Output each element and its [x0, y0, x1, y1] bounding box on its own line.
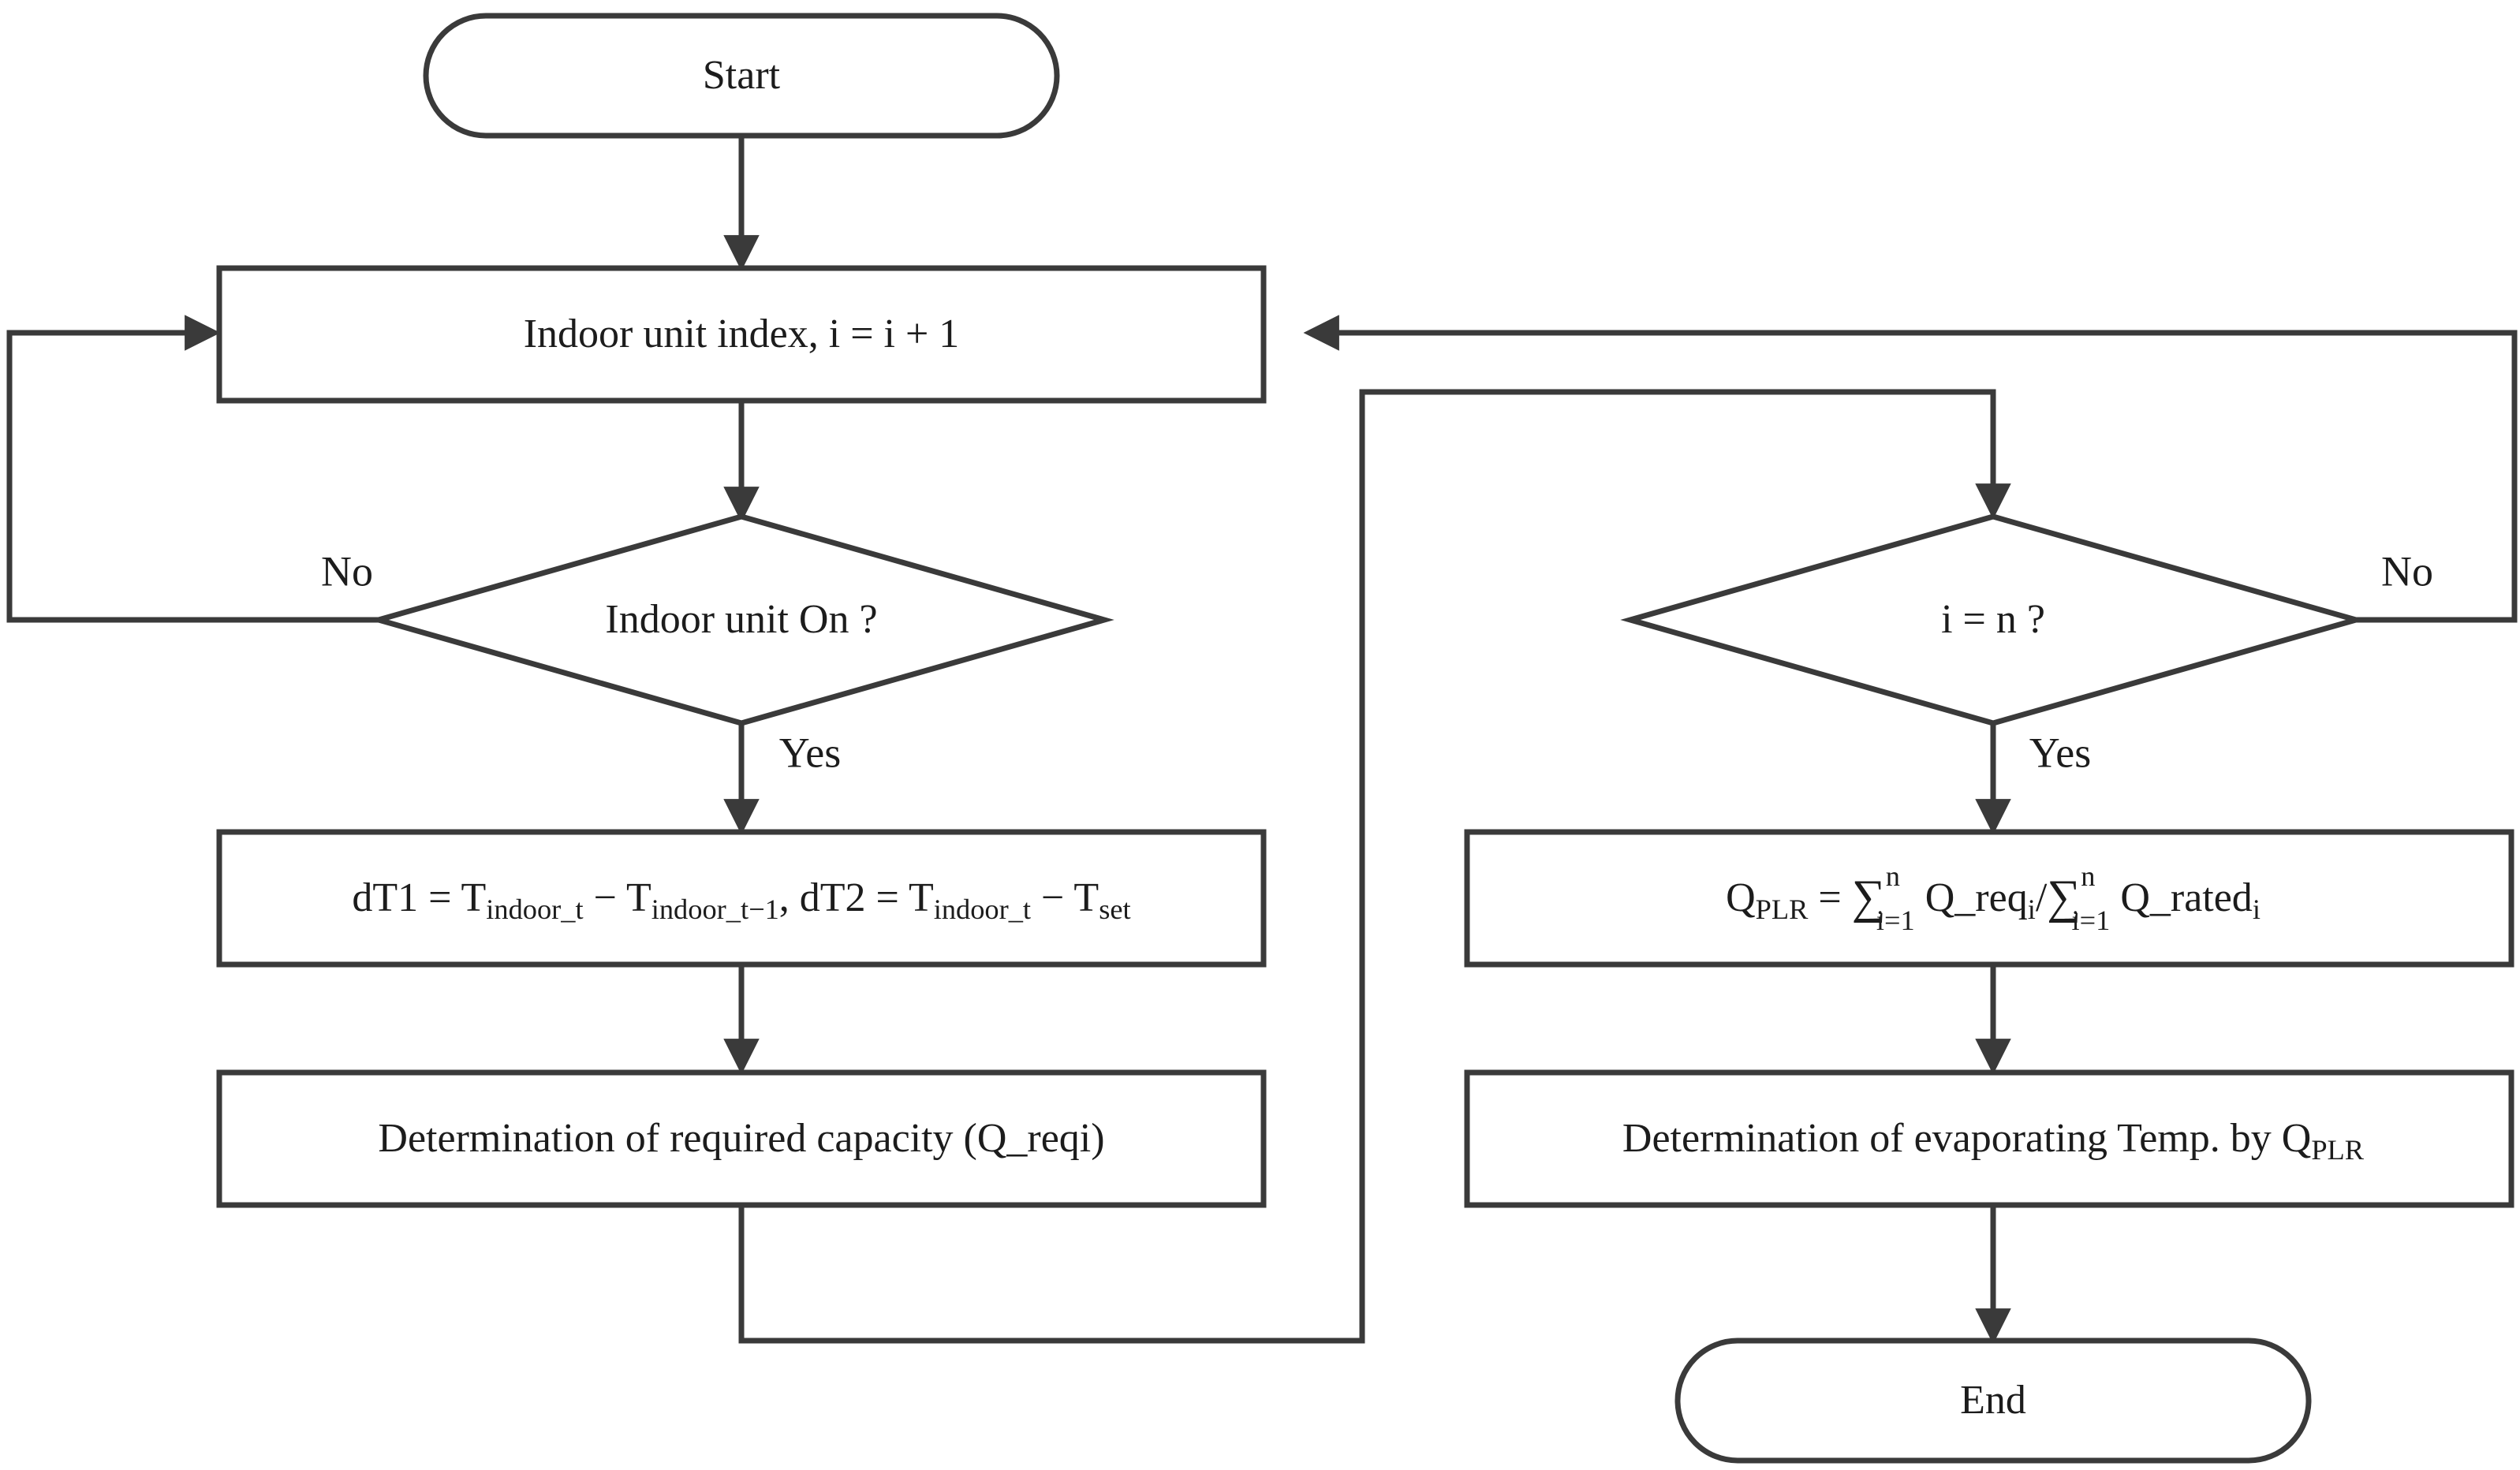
qplr-part-4: / [2036, 875, 2048, 920]
node-evaporating-temp[interactable] [1464, 1069, 2514, 1208]
evap-sub-1: PLR [2311, 1134, 2364, 1166]
qplr-sub-5: i [2253, 894, 2261, 925]
qplr-sigma-1-sup: n [1886, 860, 1900, 892]
node-end-label: End [1960, 1378, 2026, 1423]
node-decision-indoor-unit-on[interactable] [368, 513, 1114, 726]
qplr-part-2: = [1808, 875, 1851, 920]
qplr-sigma-2-sup: n [2081, 860, 2095, 892]
dt-sub-4: set [1099, 894, 1130, 925]
node-evaporating-temp-label: Determination of evaporating Temp. by QP… [1622, 1116, 2365, 1166]
qplr-part-3: Q_req [1915, 875, 2028, 920]
node-dt-formula-label: dT1 = Tindoor_t − Tindoor_t−1, dT2 = Tin… [352, 875, 1130, 925]
edge-label-on-no: No [321, 547, 373, 595]
dt-part-2: − T [584, 875, 651, 920]
dt-part-4: − T [1031, 875, 1099, 920]
evap-part-1: Determination of evaporating Temp. by Q [1622, 1116, 2311, 1161]
node-indoor-unit-index-label: Indoor unit index, i = i + 1 [524, 312, 960, 356]
node-decision-i-equals-n[interactable] [1620, 513, 2366, 726]
edge-reqcap-to-decision-n [738, 389, 2011, 1344]
edge-decision-n-no-loop [1303, 315, 2518, 623]
qplr-part-5: Q_rated [2110, 875, 2252, 920]
edge-label-n-yes: Yes [2029, 729, 2092, 776]
qplr-sigma-1: ∑ [1852, 871, 1886, 923]
edge-decision-on-no-loop [6, 315, 410, 623]
qplr-part-1: Q [1726, 875, 1756, 920]
qplr-sigma-2-sub: i=1 [2071, 905, 2110, 936]
node-required-capacity[interactable] [216, 1069, 1267, 1208]
node-qplr-formula[interactable] [1464, 829, 2514, 968]
qplr-sigma-1-sub: i=1 [1876, 905, 1915, 936]
dt-part-3: , dT2 = T [779, 875, 934, 920]
node-dt-formula[interactable] [216, 829, 1267, 968]
dt-part-1: dT1 = T [352, 875, 486, 920]
node-end[interactable] [1674, 1338, 2312, 1464]
dt-sub-1: indoor_t [486, 894, 583, 925]
edge-label-n-no: No [2381, 547, 2433, 595]
dt-sub-2: indoor_t−1 [651, 894, 779, 925]
qplr-sub-1: PLR [1756, 894, 1809, 925]
node-decision-indoor-unit-on-label: Indoor unit On ? [605, 597, 877, 642]
dt-sub-3: indoor_t [934, 894, 1031, 925]
node-required-capacity-label: Determination of required capacity (Q_re… [378, 1116, 1104, 1161]
node-start-label: Start [703, 53, 781, 98]
node-indoor-unit-index[interactable] [216, 265, 1267, 404]
edge-label-on-yes: Yes [779, 729, 842, 776]
qplr-sub-3: i [2028, 894, 2036, 925]
node-decision-i-equals-n-label: i = n ? [1941, 597, 2045, 642]
node-start[interactable] [423, 13, 1060, 139]
qplr-sigma-2: ∑ [2047, 871, 2081, 923]
